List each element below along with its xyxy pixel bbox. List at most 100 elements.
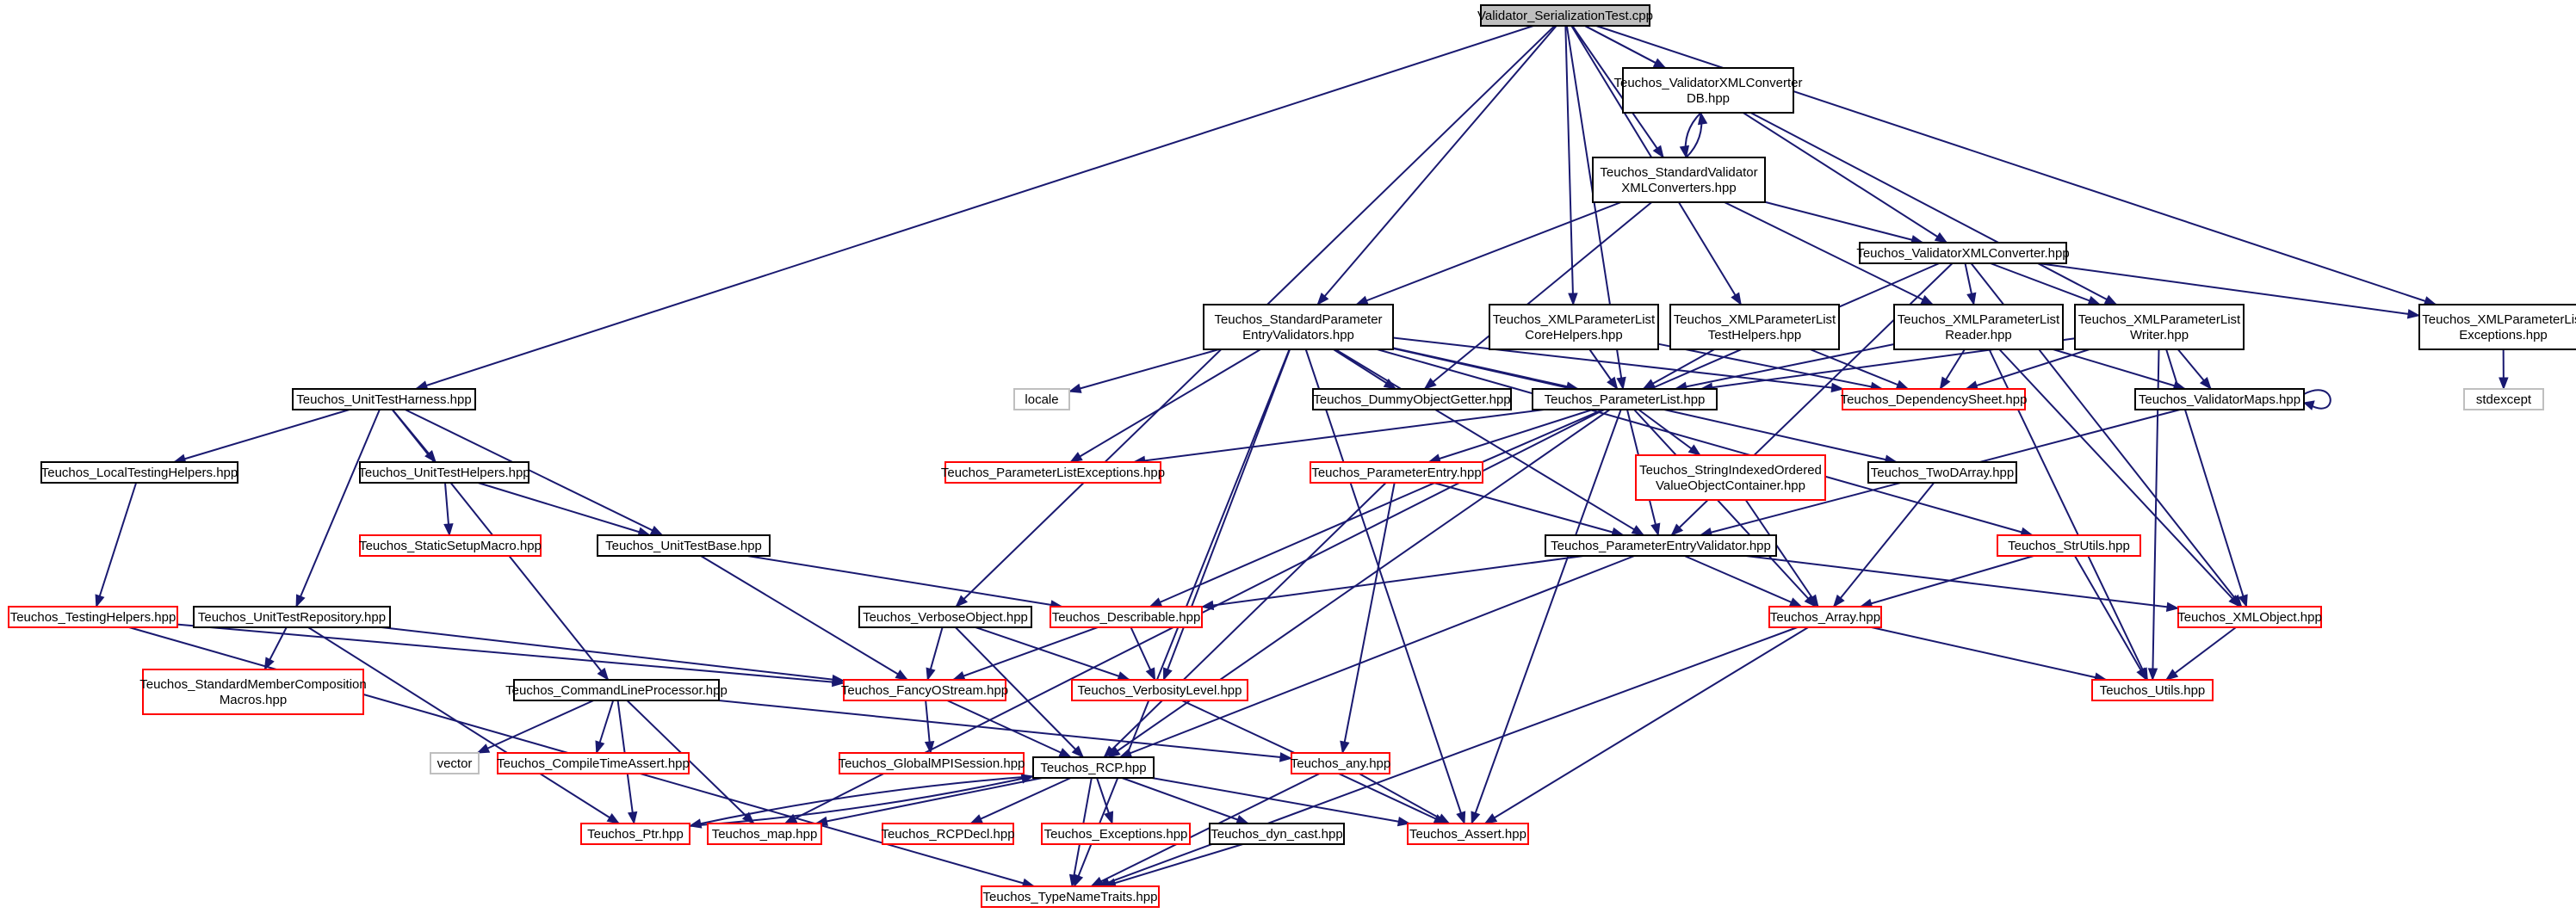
node-utr[interactable]: Teuchos_UnitTestRepository.hpp bbox=[193, 606, 391, 628]
node-utils[interactable]: Teuchos_Utils.hpp bbox=[2091, 679, 2214, 701]
node-svxc[interactable]: Teuchos_StandardValidatorXMLConverters.h… bbox=[1592, 157, 1766, 203]
node-box bbox=[2177, 606, 2322, 628]
node-any[interactable]: Teuchos_any.hpp bbox=[1291, 752, 1390, 774]
node-box bbox=[513, 679, 720, 701]
edge-root-to-svxc bbox=[1571, 25, 1664, 159]
edge-xplth-to-ds bbox=[1810, 349, 1910, 390]
edge-vm-to-vm bbox=[2302, 389, 2331, 410]
node-vo[interactable]: Teuchos_VerboseObject.hpp bbox=[858, 606, 1032, 628]
edge-vxc-to-xplr bbox=[1964, 262, 1977, 306]
node-label: Teuchos_StrUtils.hpp bbox=[2008, 539, 2130, 553]
edge-sio-to-arr bbox=[1744, 499, 1819, 608]
edge-fos-to-gmpi bbox=[924, 700, 935, 755]
node-cta[interactable]: Teuchos_CompileTimeAssert.hpp bbox=[497, 752, 690, 774]
node-label: CoreHelpers.hpp bbox=[1525, 328, 1622, 342]
node-pl[interactable]: Teuchos_ParameterList.hpp bbox=[1532, 388, 1718, 410]
edge-rcp-to-assert bbox=[1151, 777, 1411, 827]
node-uthelp[interactable]: Teuchos_UnitTestHelpers.hpp bbox=[358, 461, 530, 484]
node-spev[interactable]: Teuchos_StandardParameterEntryValidators… bbox=[1203, 304, 1394, 350]
edge-tda-to-arr bbox=[1832, 482, 1935, 608]
node-exc[interactable]: Teuchos_Exceptions.hpp bbox=[1041, 823, 1191, 845]
edge-xplw-to-vm bbox=[2177, 349, 2212, 391]
node-map[interactable]: Teuchos_map.hpp bbox=[707, 823, 822, 845]
node-pe[interactable]: Teuchos_ParameterEntry.hpp bbox=[1310, 461, 1483, 484]
edge-pl-to-arr bbox=[1633, 409, 1817, 608]
node-box bbox=[8, 606, 178, 628]
node-label: Teuchos_XMLParameterList bbox=[2078, 312, 2241, 327]
node-vl[interactable]: Teuchos_VerbosityLevel.hpp bbox=[1071, 679, 1248, 701]
edge-xo-to-utils bbox=[2164, 626, 2237, 681]
node-label: vector bbox=[437, 756, 473, 771]
node-box bbox=[1407, 823, 1529, 845]
edge-rcp-to-exc bbox=[1096, 777, 1114, 825]
node-label: Teuchos_Describable.hpp bbox=[1052, 610, 1201, 625]
node-vm[interactable]: Teuchos_ValidatorMaps.hpp bbox=[2134, 388, 2305, 410]
node-th[interactable]: Teuchos_TestingHelpers.hpp bbox=[8, 606, 178, 628]
edge-vo-to-fos bbox=[926, 626, 944, 682]
node-vxc[interactable]: Teuchos_ValidatorXMLConverter.hpp bbox=[1856, 242, 2070, 264]
node-label: Teuchos_RCP.hpp bbox=[1040, 761, 1146, 775]
node-label: Macros.hpp bbox=[220, 693, 287, 707]
node-box bbox=[944, 461, 1161, 484]
node-dyn[interactable]: Teuchos_dyn_cast.hpp bbox=[1209, 823, 1345, 845]
node-box bbox=[1310, 461, 1483, 484]
node-locale[interactable]: locale bbox=[1013, 388, 1070, 410]
node-box bbox=[2091, 679, 2214, 701]
node-ple[interactable]: Teuchos_ParameterListExceptions.hpp bbox=[941, 461, 1165, 484]
node-tnt[interactable]: Teuchos_TypeNameTraits.hpp bbox=[981, 885, 1160, 908]
node-xo[interactable]: Teuchos_XMLObject.hpp bbox=[2177, 606, 2322, 628]
edge-utr-to-ptr bbox=[307, 626, 621, 824]
node-ssm[interactable]: Teuchos_StaticSetupMacro.hpp bbox=[359, 534, 542, 557]
node-box bbox=[1997, 534, 2141, 557]
node-label: Teuchos_ParameterEntryValidator.hpp bbox=[1551, 539, 1771, 553]
node-arr[interactable]: Teuchos_Array.hpp bbox=[1768, 606, 1882, 628]
node-assert[interactable]: Teuchos_Assert.hpp bbox=[1407, 823, 1529, 845]
node-uth[interactable]: Teuchos_UnitTestHarness.hpp bbox=[292, 388, 476, 410]
node-tda[interactable]: Teuchos_TwoDArray.hpp bbox=[1867, 461, 2017, 484]
node-ds[interactable]: Teuchos_DependencySheet.hpp bbox=[1841, 388, 2028, 410]
edge-utr-to-fos bbox=[381, 626, 845, 685]
node-desc[interactable]: Teuchos_Describable.hpp bbox=[1050, 606, 1203, 628]
node-rcp[interactable]: Teuchos_RCP.hpp bbox=[1032, 756, 1155, 779]
node-su[interactable]: Teuchos_StrUtils.hpp bbox=[1997, 534, 2141, 557]
node-sio[interactable]: Teuchos_StringIndexedOrderedValueObjectC… bbox=[1635, 454, 1826, 501]
node-gmpi[interactable]: Teuchos_GlobalMPISession.hpp bbox=[839, 752, 1025, 774]
node-label: XMLConverters.hpp bbox=[1621, 181, 1736, 195]
node-label: locale bbox=[1025, 392, 1058, 407]
node-smc[interactable]: Teuchos_StandardMemberCompositionMacros.… bbox=[139, 669, 367, 715]
node-label: stdexcept bbox=[2476, 392, 2532, 407]
node-rcpdecl[interactable]: Teuchos_RCPDecl.hpp bbox=[881, 823, 1015, 845]
edge-pl-to-assert bbox=[1471, 409, 1622, 825]
node-vector[interactable]: vector bbox=[430, 752, 480, 774]
node-label: Teuchos_RCPDecl.hpp bbox=[881, 827, 1014, 842]
node-stdexcept[interactable]: stdexcept bbox=[2463, 388, 2544, 410]
node-clp[interactable]: Teuchos_CommandLineProcessor.hpp bbox=[505, 679, 728, 701]
node-label: Teuchos_VerbosityLevel.hpp bbox=[1078, 683, 1242, 698]
edge-lth-to-th bbox=[95, 482, 138, 608]
edge-pev-to-desc bbox=[1200, 555, 1584, 611]
node-ptr[interactable]: Teuchos_Ptr.hpp bbox=[580, 823, 690, 845]
edge-pl-to-pe bbox=[1427, 409, 1593, 464]
node-box bbox=[1209, 823, 1345, 845]
node-label: Teuchos_XMLObject.hpp bbox=[2177, 610, 2322, 625]
node-pev[interactable]: Teuchos_ParameterEntryValidator.hpp bbox=[1545, 534, 1777, 557]
node-box bbox=[1592, 157, 1766, 203]
node-utb[interactable]: Teuchos_UnitTestBase.hpp bbox=[597, 534, 771, 557]
node-fos[interactable]: Teuchos_FancyOStream.hpp bbox=[841, 679, 1008, 701]
edge-xplch-to-ds bbox=[1657, 342, 1884, 392]
node-box bbox=[2074, 304, 2245, 350]
node-box bbox=[1489, 304, 1659, 350]
node-label: Teuchos_CommandLineProcessor.hpp bbox=[505, 683, 728, 698]
edge-utr-to-smc bbox=[263, 626, 288, 671]
node-lth[interactable]: Teuchos_LocalTestingHelpers.hpp bbox=[40, 461, 238, 484]
node-dog[interactable]: Teuchos_DummyObjectGetter.hpp bbox=[1312, 388, 1512, 410]
edge-any-to-assert bbox=[1359, 773, 1451, 824]
node-box bbox=[843, 679, 1006, 701]
